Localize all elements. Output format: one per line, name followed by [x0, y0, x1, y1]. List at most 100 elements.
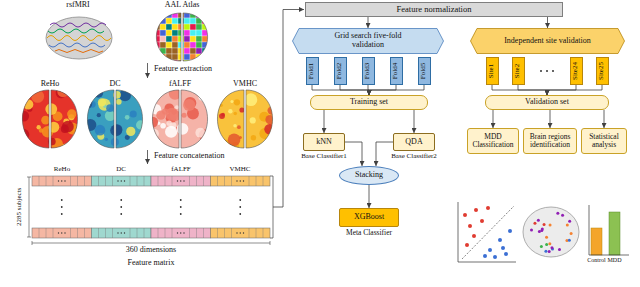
feature-cell [196, 228, 197, 238]
atlas-region [160, 24, 166, 30]
feature-cell [231, 176, 232, 186]
atlas-region [202, 54, 208, 60]
activation-blob [183, 99, 195, 111]
feature-cell [112, 228, 113, 238]
caption-label: 360 dimensions [126, 246, 176, 255]
atlas-region [196, 24, 202, 30]
classifier-box: kNN [303, 133, 345, 151]
axis [589, 205, 629, 255]
activation-blob [198, 92, 208, 102]
ellipsis-dot [180, 206, 182, 208]
atlas-region [166, 36, 172, 42]
atlas-region [184, 42, 190, 48]
atlas-region [196, 42, 202, 48]
atlas-region [172, 24, 178, 30]
ellipsis-dot [177, 232, 178, 233]
connector-arrow [312, 85, 369, 95]
ellipsis-dot [61, 213, 63, 215]
activation-blob [269, 100, 273, 104]
ellipsis-dot [61, 180, 62, 181]
classifier-box: QDA [393, 133, 435, 151]
feature-cell [196, 176, 197, 186]
feature-cell [84, 176, 85, 186]
activation-blob [195, 128, 205, 138]
rsfmri-figure [46, 17, 112, 59]
caption-label: Base Classifier1 [301, 153, 347, 161]
data-point [493, 255, 497, 259]
caption-label: ReHo [41, 80, 60, 89]
brain-outline [523, 207, 579, 257]
activation-blob [22, 140, 31, 149]
feature-cell [70, 228, 71, 238]
atlas-region [154, 54, 160, 60]
activation-blob [105, 138, 108, 141]
ellipsis-dot [121, 232, 122, 233]
atlas-region [184, 48, 190, 54]
region-dot [549, 224, 552, 227]
brain-map [152, 90, 207, 148]
region-dot [550, 246, 553, 249]
feature-segment [32, 228, 92, 238]
data-point [501, 246, 505, 250]
ellipsis-dot [236, 232, 237, 233]
atlas-region [208, 48, 214, 54]
ellipsis-dot [117, 232, 118, 233]
atlas-region [190, 42, 196, 48]
activation-blob [245, 93, 258, 106]
activation-blob [165, 126, 177, 138]
activation-blob [113, 91, 121, 99]
node-text: XGBoost [354, 213, 384, 222]
activation-blob [61, 125, 69, 133]
atlas-region [184, 18, 190, 24]
ellipsis-dot [61, 206, 63, 208]
atlas-region [208, 42, 214, 48]
connector-arrow [324, 110, 325, 133]
atlas-region [208, 24, 214, 30]
feature-cell [98, 228, 99, 238]
caption-label: Meta Classifier [346, 229, 392, 237]
activation-blob [138, 146, 141, 149]
region-dot [537, 219, 540, 222]
ellipsis-dot [120, 206, 122, 208]
node-text: Fold3 [364, 63, 372, 79]
feature-cell [130, 176, 131, 186]
activation-blob [85, 87, 96, 98]
atlas-region [190, 30, 196, 36]
feature-cell [77, 176, 78, 186]
data-point [498, 238, 502, 242]
activation-blob [23, 99, 33, 109]
site-box: Site25 [596, 57, 609, 85]
connector-arrow [547, 17, 548, 28]
brain-outline [46, 17, 112, 59]
feature-cell [39, 176, 40, 186]
ellipsis-dot [124, 232, 125, 233]
feature-cell [172, 228, 173, 238]
ellipsis-dot [239, 206, 241, 208]
feature-cell [137, 228, 138, 238]
connector-arrow [604, 110, 605, 128]
caption-label: Feature extraction [154, 65, 212, 74]
feature-cell [158, 176, 159, 186]
activation-blob [95, 125, 106, 136]
region-dot [530, 229, 533, 232]
region-dot [540, 229, 543, 232]
node-text: QDA [405, 138, 422, 147]
bracket [270, 176, 273, 238]
ellipsis-dot [239, 199, 241, 201]
activation-blob [87, 99, 91, 103]
activation-blob [125, 135, 130, 140]
feature-cell [112, 176, 113, 186]
activation-blob [18, 129, 30, 141]
atlas-region [208, 12, 214, 18]
axis-label: 2285 subjects [16, 188, 24, 226]
flow-arrow [147, 63, 148, 78]
fold-box: Fold1 [306, 57, 319, 85]
axis [458, 202, 516, 262]
feature-cell [84, 228, 85, 238]
activation-blob [250, 117, 256, 123]
activation-blob [203, 136, 211, 144]
caption-label: rsfMRI [66, 1, 90, 10]
caption-label: Control [587, 257, 605, 264]
region-dot [548, 242, 551, 245]
node-text: Brain regions identification [527, 133, 573, 150]
